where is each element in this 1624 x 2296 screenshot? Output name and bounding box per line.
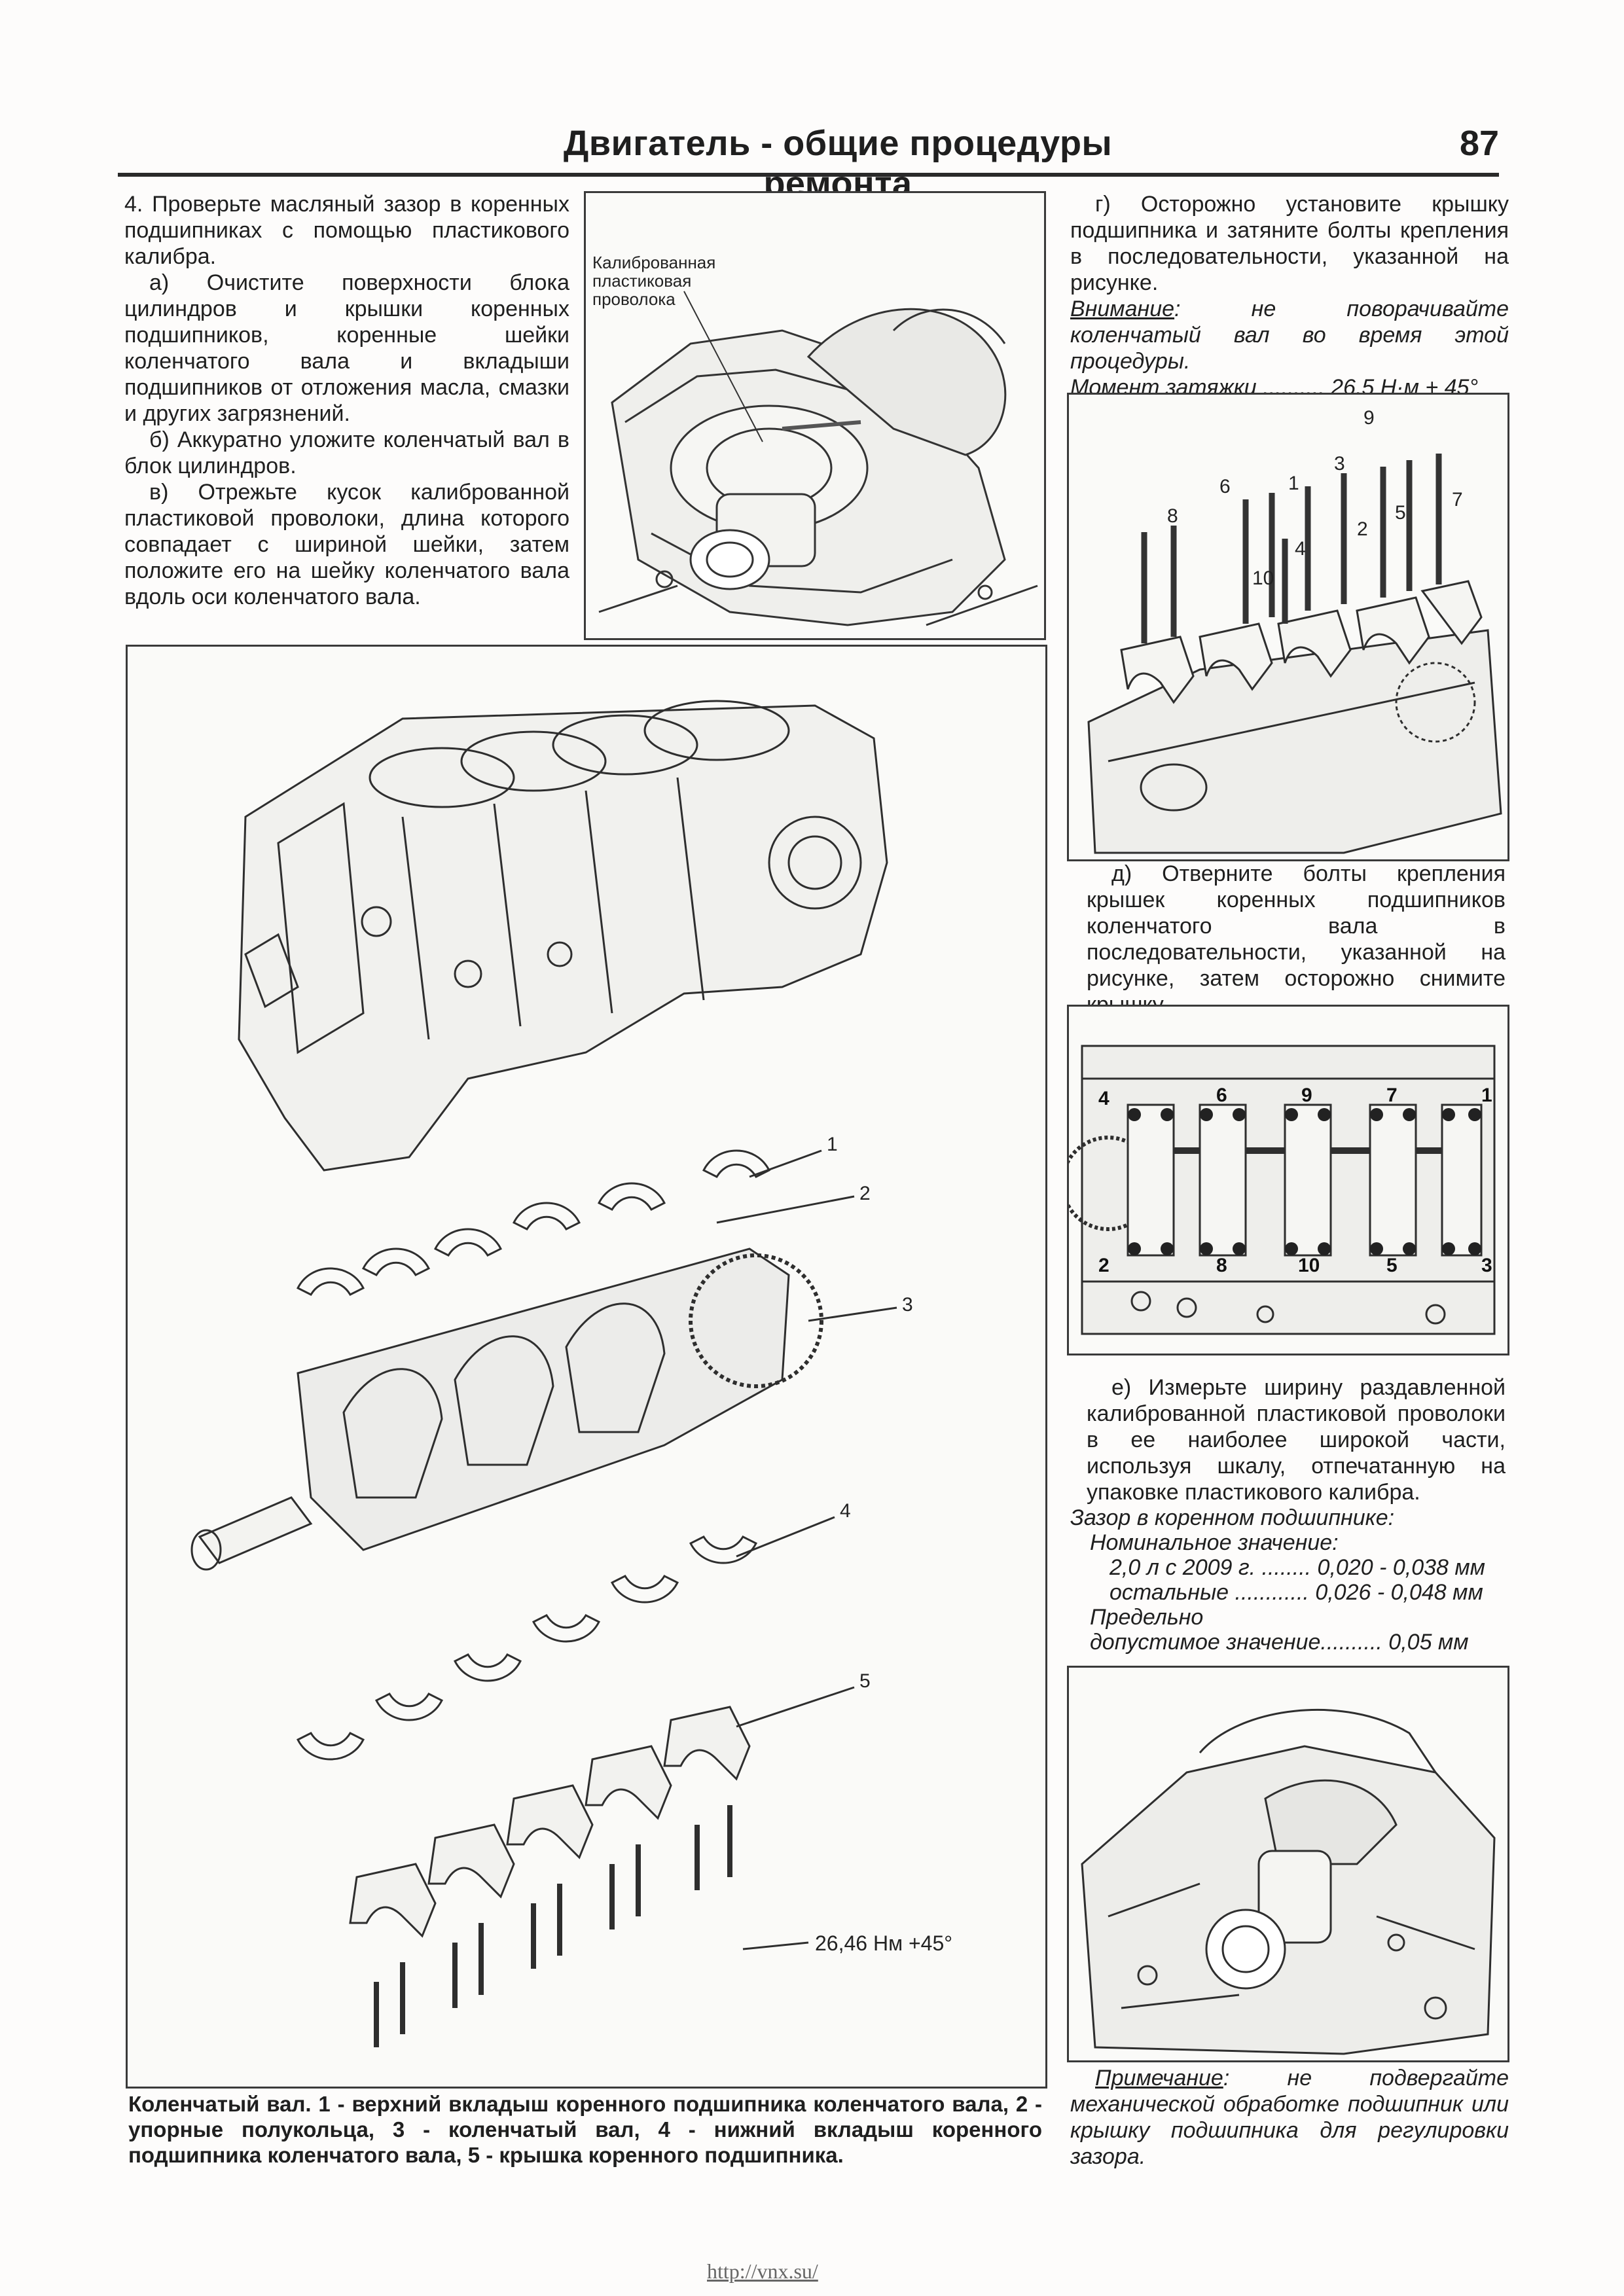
block-number-10: 10 xyxy=(1298,1255,1320,1276)
bearing-cap-figure xyxy=(1067,1666,1509,2062)
block-bottom-illustration: 4 6 9 7 1 2 8 10 5 3 xyxy=(1069,1045,1496,1335)
callout-2: 2 xyxy=(859,1183,871,1204)
callout-5: 5 xyxy=(859,1670,871,1692)
callout-3: 3 xyxy=(902,1294,913,1316)
step-b-text: б) Аккуратно уложите коленчатый вал в бл… xyxy=(124,427,569,478)
bolt-number-4: 4 xyxy=(1295,538,1306,560)
crankshaft-exploded-illustration: 1 2 3 4 5 26,46 Нм +45° xyxy=(190,700,952,2047)
block-number-8: 8 xyxy=(1216,1255,1227,1276)
bolt-number-7: 7 xyxy=(1452,489,1463,511)
bolt-number-5: 5 xyxy=(1395,502,1406,524)
header-rule xyxy=(118,173,1499,177)
right-column-step-d: д) Отверните болты крепления крышек коре… xyxy=(1087,861,1506,1018)
block-number-6: 6 xyxy=(1216,1085,1227,1106)
page-header-title: Двигатель - общие процедуры ремонта xyxy=(563,124,1113,204)
plastigauge-figure: Калиброванная пластиковая проволока xyxy=(584,191,1046,640)
right-column-step-g: г) Осторожно установите крышку подшипник… xyxy=(1070,191,1509,401)
bolt-sequence-figure: 1 2 3 4 5 6 7 8 9 10 xyxy=(1067,393,1509,861)
step-d-text: д) Отверните болты крепления крышек коре… xyxy=(1087,861,1506,1017)
clearance-spec-block: Зазор в коренном подшипнике: Номинальное… xyxy=(1070,1505,1515,1655)
step-a-text: а) Очистите поверхности блока цилиндров … xyxy=(124,270,569,426)
block-number-2: 2 xyxy=(1098,1255,1110,1276)
bolt-sequence-illustration: 1 2 3 4 5 6 7 8 9 10 xyxy=(1087,407,1502,854)
bolt-number-6: 6 xyxy=(1219,476,1231,497)
block-number-9: 9 xyxy=(1301,1085,1312,1106)
spec-row-2009: 2,0 л с 2009 г. ........ 0,020 - 0,038 м… xyxy=(1110,1555,1485,1580)
footer-url[interactable]: http://vnx.su/ xyxy=(707,2259,818,2283)
callout-4: 4 xyxy=(840,1500,851,1522)
block-number-1: 1 xyxy=(1481,1085,1492,1106)
spec-limit-label: Предельно xyxy=(1090,1605,1204,1630)
step-c-text: в) Отрежьте кусок калиброванной пластико… xyxy=(124,480,569,609)
right-column-step-e: е) Измерьте ширину раздавленной калибров… xyxy=(1087,1374,1506,1505)
bolt-number-3: 3 xyxy=(1334,453,1345,475)
spec-limit-value: допустимое значение.......... 0,05 мм xyxy=(1090,1630,1469,1655)
bolt-number-2: 2 xyxy=(1357,518,1368,540)
bearing-cap-illustration xyxy=(1081,1708,1496,2055)
callout-1: 1 xyxy=(827,1134,838,1155)
main-figure-caption: Коленчатый вал. 1 - верхний вкладыш коре… xyxy=(128,2092,1042,2167)
attention-text: : не поворачивайте коленчатый вал во вре… xyxy=(1070,296,1509,374)
spec-title: Зазор в коренном подшипнике: xyxy=(1070,1505,1395,1530)
plastigauge-label-line3: проволока xyxy=(592,289,676,309)
block-number-4: 4 xyxy=(1098,1088,1110,1109)
step-g-text: г) Осторожно установите крышку подшипник… xyxy=(1070,192,1509,295)
left-column-text: 4. Проверьте масляный зазор в коренных п… xyxy=(124,191,569,610)
attention-label: Внимание xyxy=(1070,296,1175,321)
bolt-number-1: 1 xyxy=(1288,473,1299,494)
spec-row-others: остальные ............ 0,026 - 0,048 мм xyxy=(1110,1580,1483,1605)
note-block: Примечание: не подвергайте механической … xyxy=(1070,2065,1509,2170)
torque-label: 26,46 Нм +45° xyxy=(815,1931,952,1955)
step-4-text: 4. Проверьте масляный зазор в коренных п… xyxy=(124,192,569,269)
step-e-text: е) Измерьте ширину раздавленной калибров… xyxy=(1087,1375,1506,1505)
spec-nominal-label: Номинальное значение: xyxy=(1090,1530,1339,1555)
bolt-number-8: 8 xyxy=(1167,505,1178,527)
block-number-5: 5 xyxy=(1386,1255,1398,1276)
note-label: Примечание xyxy=(1095,2066,1223,2090)
crankshaft-exploded-figure: 1 2 3 4 5 26,46 Нм +45° xyxy=(126,645,1047,2089)
plastigauge-illustration: Калиброванная пластиковая проволока xyxy=(592,253,1038,626)
plastigauge-label-line1: Калиброванная xyxy=(592,253,715,272)
attention-paragraph: Внимание: не поворачивайте коленчатый ва… xyxy=(1070,296,1509,374)
block-number-3: 3 xyxy=(1481,1255,1492,1276)
plastigauge-label-line2: пластиковая xyxy=(592,271,691,291)
page-number: 87 xyxy=(1460,124,1500,163)
bolt-number-9: 9 xyxy=(1363,407,1375,429)
block-number-7: 7 xyxy=(1386,1085,1398,1106)
block-bottom-figure: 4 6 9 7 1 2 8 10 5 3 xyxy=(1067,1005,1509,1355)
bolt-number-10: 10 xyxy=(1252,567,1274,589)
note-text: : не подвергайте механической обработке … xyxy=(1070,2066,1509,2169)
